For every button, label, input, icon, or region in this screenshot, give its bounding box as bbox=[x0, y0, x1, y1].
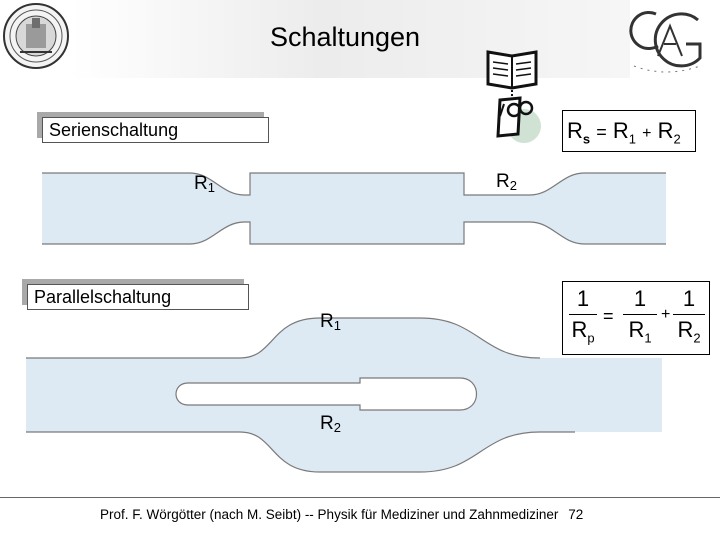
slide-title: Schaltungen bbox=[269, 22, 421, 52]
footer-text: Prof. F. Wörgötter (nach M. Seibt) -- Ph… bbox=[100, 507, 559, 522]
series-label-box: Serienschaltung bbox=[42, 117, 269, 143]
slide-footer: Prof. F. Wörgötter (nach M. Seibt) -- Ph… bbox=[100, 507, 660, 522]
parallel-island bbox=[175, 377, 477, 411]
footer-divider bbox=[0, 497, 720, 498]
series-formula: Rs = R1 + R2 bbox=[562, 110, 696, 152]
goettingen-logo-icon bbox=[629, 11, 702, 73]
parallel-label: Parallelschaltung bbox=[34, 287, 172, 307]
glasses-scroll-icon bbox=[496, 96, 534, 138]
university-seal-icon bbox=[3, 3, 69, 69]
series-label: Serienschaltung bbox=[49, 120, 179, 140]
series-r1-label: R1 bbox=[194, 173, 215, 195]
series-channel bbox=[42, 173, 666, 244]
series-r2-label: R2 bbox=[496, 171, 517, 193]
parallel-r1-label: R1 bbox=[320, 311, 341, 333]
parallel-r2-label: R2 bbox=[320, 413, 341, 435]
book-icon bbox=[486, 50, 541, 143]
parallel-formula: 1 Rp = 1 R1 + 1 R2 bbox=[562, 281, 710, 355]
parallel-label-box: Parallelschaltung bbox=[27, 284, 249, 310]
page-number: 72 bbox=[568, 507, 584, 522]
